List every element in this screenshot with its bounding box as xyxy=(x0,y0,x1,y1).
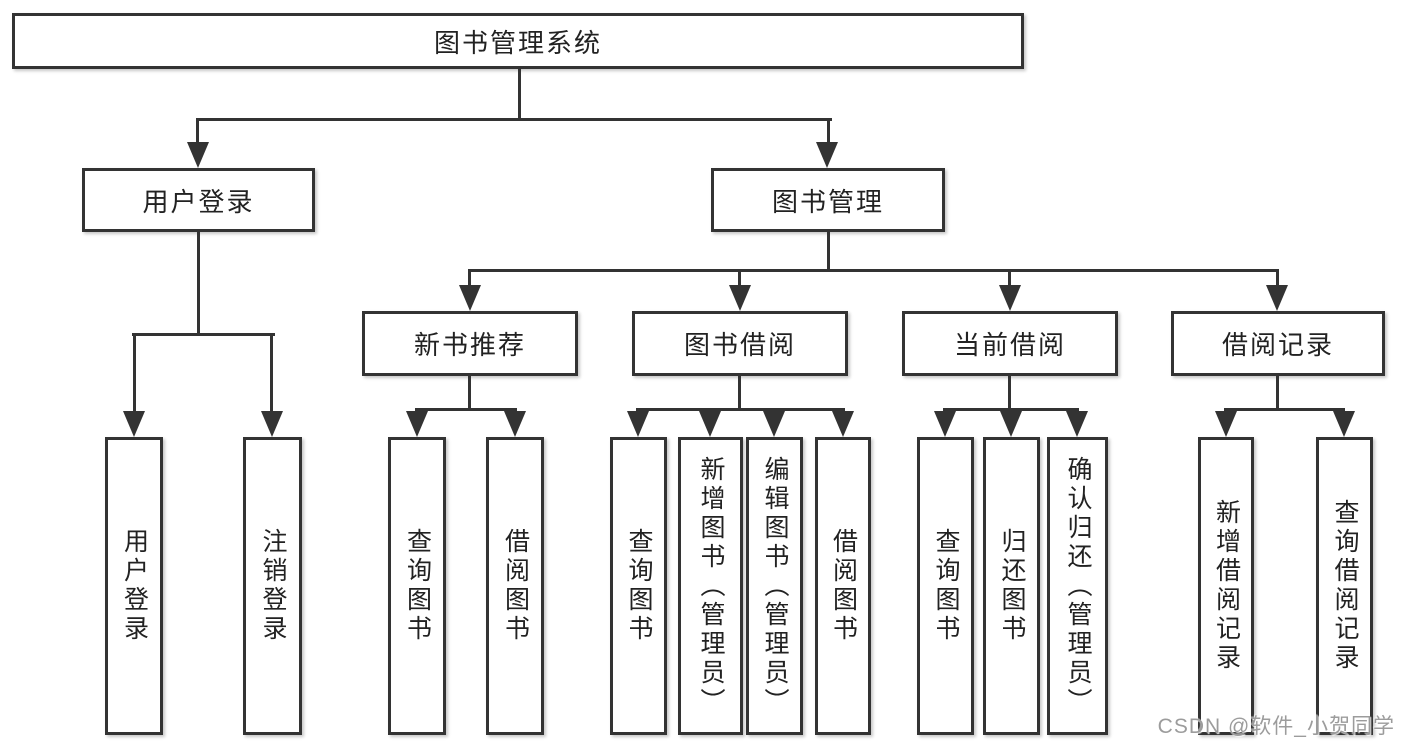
node-book-management-label: 图书管理 xyxy=(771,186,884,217)
arrow-down-icon xyxy=(1266,285,1288,311)
leaf-add-book-admin: 新增图书（管理员） xyxy=(678,437,743,735)
connector-line xyxy=(1276,375,1279,411)
node-user-login-label: 用户登录 xyxy=(142,186,255,217)
connector-line xyxy=(738,375,741,411)
connector-line xyxy=(469,269,1279,272)
node-book-borrow-label: 图书借阅 xyxy=(683,330,796,360)
arrow-down-icon xyxy=(999,285,1021,311)
connector-line xyxy=(1276,269,1279,289)
connector-line xyxy=(133,333,136,415)
leaf-user-login: 用户登录 xyxy=(105,437,163,735)
connector-line xyxy=(637,408,845,411)
leaf-return-book: 归还图书 xyxy=(983,437,1040,735)
leaf-logout: 注销登录 xyxy=(243,437,302,735)
connector-line xyxy=(518,69,521,119)
node-book-management: 图书管理 xyxy=(711,168,945,232)
connector-line xyxy=(196,118,832,121)
connector-line xyxy=(132,333,275,336)
node-root: 图书管理系统 xyxy=(12,13,1024,69)
connector-line xyxy=(468,375,471,411)
arrow-down-icon xyxy=(832,411,854,437)
connector-line xyxy=(827,232,830,271)
leaf-confirm-return-admin-label: 确认归还（管理员） xyxy=(1064,455,1092,717)
node-user-login: 用户登录 xyxy=(82,168,315,232)
node-book-borrow: 图书借阅 xyxy=(632,311,848,376)
connector-line xyxy=(270,333,273,415)
leaf-query-borrow-record-label: 查询借阅记录 xyxy=(1331,499,1359,673)
leaf-query-book-1-label: 查询图书 xyxy=(403,528,432,644)
leaf-query-book-3: 查询图书 xyxy=(917,437,974,735)
leaf-query-book-1: 查询图书 xyxy=(388,437,446,735)
connector-line xyxy=(738,269,741,289)
arrow-down-icon xyxy=(816,142,838,168)
arrow-down-icon xyxy=(504,411,526,437)
node-current-borrow: 当前借阅 xyxy=(902,311,1118,376)
leaf-confirm-return-admin: 确认归还（管理员） xyxy=(1047,437,1108,735)
arrow-down-icon xyxy=(627,411,649,437)
arrow-down-icon xyxy=(187,142,209,168)
arrow-down-icon xyxy=(1215,411,1237,437)
node-new-book-recommend: 新书推荐 xyxy=(362,311,578,376)
leaf-query-book-2-label: 查询图书 xyxy=(625,528,653,644)
arrow-down-icon xyxy=(406,411,428,437)
arrow-down-icon xyxy=(1066,411,1088,437)
leaf-logout-label: 注销登录 xyxy=(259,528,287,644)
connector-line xyxy=(827,118,830,150)
leaf-borrow-book-2-label: 借阅图书 xyxy=(829,528,858,644)
node-new-book-recommend-label: 新书推荐 xyxy=(413,330,526,360)
leaf-query-book-2: 查询图书 xyxy=(610,437,667,735)
leaf-edit-book-admin: 编辑图书（管理员） xyxy=(746,437,803,735)
arrow-down-icon xyxy=(934,411,956,437)
leaf-borrow-book-1-label: 借阅图书 xyxy=(501,528,530,644)
arrow-down-icon xyxy=(261,411,283,437)
arrow-down-icon xyxy=(1333,411,1355,437)
leaf-add-borrow-record-label: 新增借阅记录 xyxy=(1212,499,1241,673)
arrow-down-icon xyxy=(1000,411,1022,437)
leaf-add-book-admin-label: 新增图书（管理员） xyxy=(697,455,725,717)
arrow-down-icon xyxy=(729,285,751,311)
arrow-down-icon xyxy=(763,411,785,437)
leaf-edit-book-admin-label: 编辑图书（管理员） xyxy=(761,455,789,717)
leaf-borrow-book-2: 借阅图书 xyxy=(815,437,871,735)
leaf-query-book-3-label: 查询图书 xyxy=(932,528,960,644)
arrow-down-icon xyxy=(123,411,145,437)
connector-line xyxy=(196,118,199,150)
arrow-down-icon xyxy=(699,411,721,437)
node-borrow-record: 借阅记录 xyxy=(1171,311,1385,376)
connector-line xyxy=(1224,408,1345,411)
leaf-borrow-book-1: 借阅图书 xyxy=(486,437,544,735)
leaf-query-borrow-record: 查询借阅记录 xyxy=(1316,437,1373,735)
connector-line xyxy=(197,232,200,335)
arrow-down-icon xyxy=(459,285,481,311)
connector-line xyxy=(468,269,471,289)
csdn-watermark: CSDN @软件_小贺同学 xyxy=(1157,715,1395,738)
connector-line xyxy=(416,408,517,411)
connector-line xyxy=(1008,375,1011,411)
node-borrow-record-label: 借阅记录 xyxy=(1221,330,1334,360)
node-current-borrow-label: 当前借阅 xyxy=(953,330,1066,360)
node-root-label: 图书管理系统 xyxy=(433,27,602,58)
leaf-user-login-label: 用户登录 xyxy=(120,528,149,644)
leaf-return-book-label: 归还图书 xyxy=(998,528,1026,644)
leaf-add-borrow-record: 新增借阅记录 xyxy=(1198,437,1254,735)
connector-line xyxy=(1008,269,1011,289)
